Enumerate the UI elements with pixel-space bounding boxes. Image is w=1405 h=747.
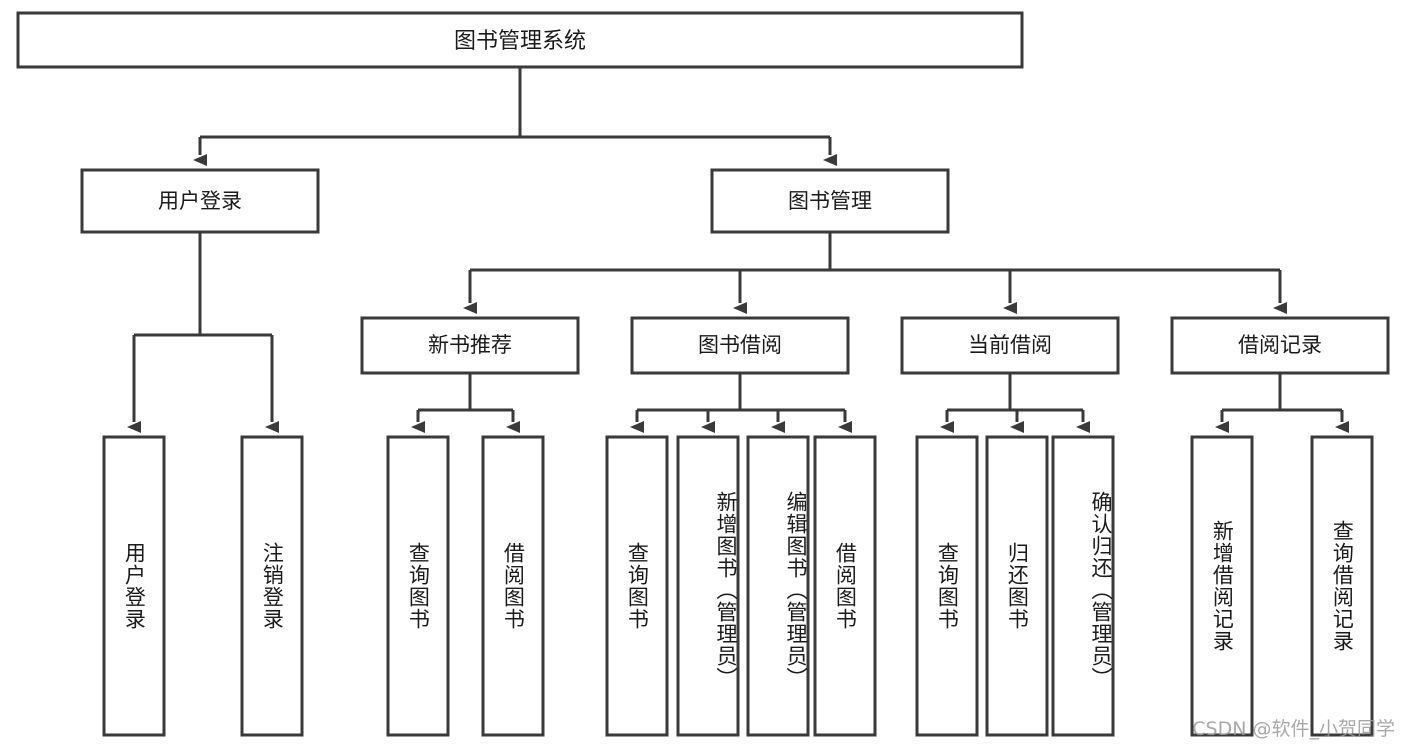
csdn-watermark: CSDN @软件_小贺同学: [1192, 718, 1395, 740]
leaf-box-add-borrow-record[interactable]: [1190, 435, 1254, 737]
node-new-book-recommend[interactable]: 新书推荐: [360, 316, 580, 375]
leaf-box-confirm-return-admin[interactable]: [1051, 435, 1115, 737]
node-borrow-record[interactable]: 借阅记录: [1170, 316, 1390, 375]
node-borrow-record-label: 借阅记录: [1238, 333, 1322, 357]
node-book-borrow[interactable]: 图书借阅: [630, 316, 850, 375]
leaf-box-group: [102, 435, 1374, 737]
leaf-box-borrow-book[interactable]: [813, 435, 877, 737]
connector-group-user-login-to-leaves: [127, 232, 279, 433]
node-current-borrow-box[interactable]: [900, 316, 1120, 375]
node-root-label: 图书管理系统: [454, 29, 586, 54]
node-current-borrow-label: 当前借阅: [968, 333, 1052, 357]
leaf-box-query-borrow-record[interactable]: [1310, 435, 1374, 737]
leaf-box-return-book[interactable]: [985, 435, 1049, 737]
leaf-box-add-book-admin[interactable]: [676, 435, 740, 737]
leaf-box-query-book-rec[interactable]: [386, 435, 450, 737]
node-book-borrow-box[interactable]: [630, 316, 850, 375]
leaf-box-logout-login[interactable]: [240, 435, 304, 737]
node-new-book-recommend-box[interactable]: [360, 316, 580, 375]
node-user-login-box[interactable]: [80, 168, 320, 234]
node-current-borrow[interactable]: 当前借阅: [900, 316, 1120, 375]
connector-group-book-borrow-to-leaves: [630, 373, 852, 433]
node-user-login-label: 用户登录: [158, 189, 242, 213]
leaf-box-edit-book-admin[interactable]: [746, 435, 810, 737]
connector-group-root-to-level2: [193, 67, 837, 166]
connector-group-book-mgmt-to-level3: [463, 232, 1287, 314]
leaf-box-query-book-current[interactable]: [915, 435, 979, 737]
node-book-borrow-label: 图书借阅: [698, 333, 782, 357]
node-book-management-box[interactable]: [710, 168, 950, 234]
node-book-management[interactable]: 图书管理: [710, 168, 950, 234]
node-root[interactable]: 图书管理系统: [16, 11, 1024, 69]
leaf-box-borrow-book-rec[interactable]: [481, 435, 545, 737]
connector-group-current-borrow-to-leaves: [940, 373, 1090, 433]
node-root-box[interactable]: [16, 11, 1024, 69]
node-user-login[interactable]: 用户登录: [80, 168, 320, 234]
connector-group-borrow-record-to-leaves: [1215, 373, 1349, 433]
node-new-book-recommend-label: 新书推荐: [428, 333, 512, 357]
leaf-box-user-login[interactable]: [102, 435, 166, 737]
connector-group-new-book-rec-to-leaves: [411, 373, 520, 433]
node-book-management-label: 图书管理: [788, 189, 872, 213]
leaf-box-query-book-borrow[interactable]: [605, 435, 669, 737]
node-borrow-record-box[interactable]: [1170, 316, 1390, 375]
